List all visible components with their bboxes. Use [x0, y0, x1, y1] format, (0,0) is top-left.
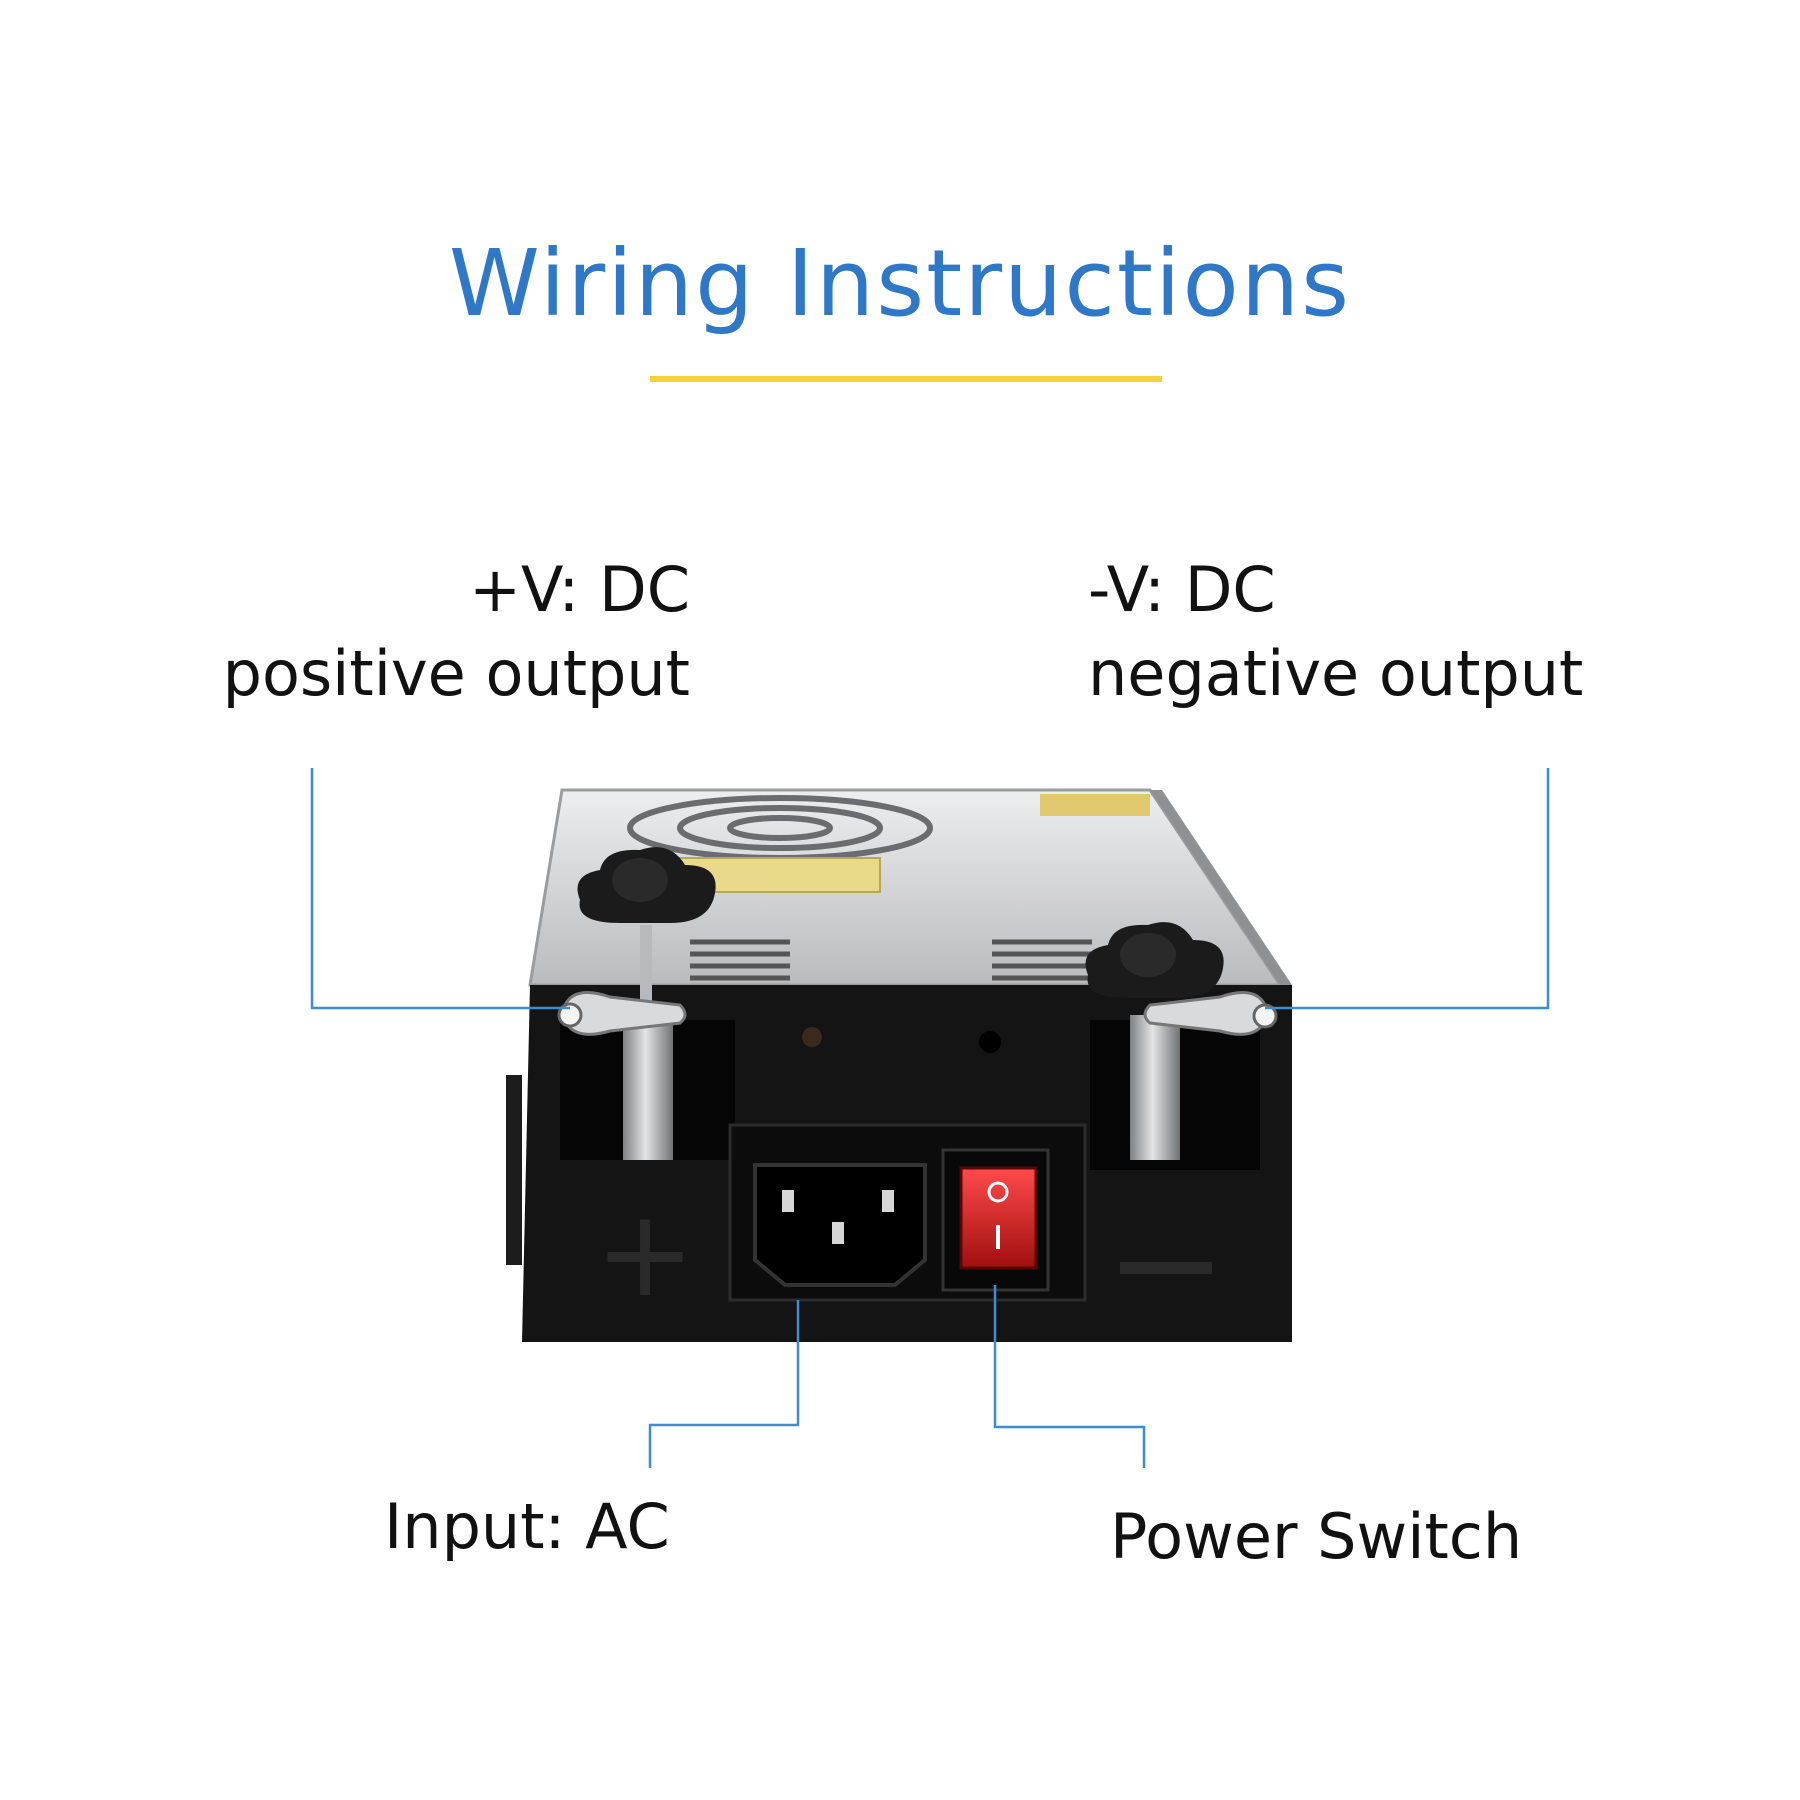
- leader-switch: [993, 1285, 1146, 1468]
- label-positive-line2: positive output: [222, 637, 690, 710]
- terminal-post-negative: [1130, 991, 1278, 1160]
- label-power-switch: Power Switch: [1110, 1500, 1523, 1573]
- label-input-ac: Input: AC: [384, 1490, 670, 1563]
- label-negative-line2: negative output: [1088, 637, 1584, 710]
- vent-slots-right: [992, 939, 1092, 981]
- leader-positive: [310, 768, 570, 1010]
- terminal-knob-icon: [577, 847, 1224, 998]
- terminal-post-positive: [557, 925, 687, 1160]
- label-negative-output: -V: DC negative output: [1088, 548, 1648, 716]
- metal-cover: [528, 788, 1292, 987]
- title-underline: [650, 376, 1162, 382]
- vent-slots-left: [690, 939, 790, 981]
- polarity-plus-mark: +: [595, 1185, 696, 1324]
- label-negative-line1: -V: DC: [1088, 553, 1276, 626]
- polarity-minus-mark: [1120, 1262, 1212, 1274]
- label-positive-output: +V: DC positive output: [200, 548, 690, 716]
- label-positive-line1: +V: DC: [469, 553, 690, 626]
- rocker-switch-icon: [941, 1148, 1050, 1292]
- spec-label: [1040, 794, 1150, 816]
- leader-lines: [310, 768, 1550, 1468]
- leader-negative: [1265, 768, 1550, 1010]
- page-title: Wiring Instructions: [448, 230, 1352, 337]
- leader-input: [648, 1300, 800, 1468]
